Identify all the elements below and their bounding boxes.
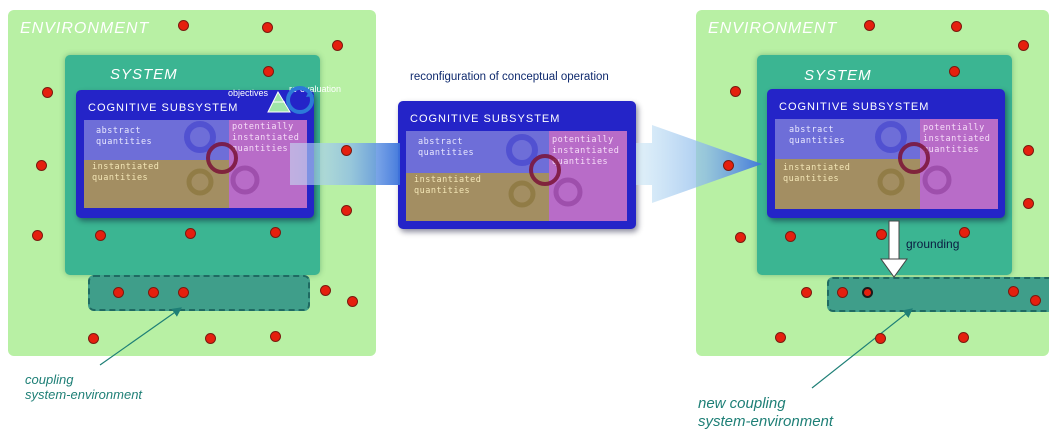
environment-element-dot bbox=[1030, 295, 1041, 306]
environment-element-dot bbox=[959, 227, 970, 238]
environment-element-dot bbox=[262, 22, 273, 33]
left-cognitive-title: COGNITIVE SUBSYSTEM bbox=[88, 102, 239, 114]
right-potential-label: potentially instantiated quantities bbox=[923, 123, 991, 155]
reevaluation-cycle-icon bbox=[286, 86, 314, 114]
environment-element-dot bbox=[270, 227, 281, 238]
right-potential-region bbox=[920, 119, 998, 209]
environment-element-dot bbox=[88, 333, 99, 344]
environment-element-dot bbox=[951, 21, 962, 32]
left-instantiated-region bbox=[84, 160, 229, 208]
grounded-element-dot bbox=[862, 287, 873, 298]
objectives-label: objectives bbox=[228, 88, 269, 98]
environment-element-dot bbox=[347, 296, 358, 307]
right-cycle-icons bbox=[875, 121, 952, 196]
environment-element-dot bbox=[875, 333, 886, 344]
environment-element-dot bbox=[785, 231, 796, 242]
environment-element-dot bbox=[148, 287, 159, 298]
environment-element-dot bbox=[320, 285, 331, 296]
environment-element-dot bbox=[775, 332, 786, 343]
environment-element-dot bbox=[723, 160, 734, 171]
environment-element-dot bbox=[1023, 198, 1034, 209]
left-environment-label: ENVIRONMENT bbox=[20, 20, 150, 37]
reconfiguration-heading: reconfiguration of conceptual operation bbox=[410, 71, 609, 83]
environment-element-dot bbox=[332, 40, 343, 51]
left-coupling-caption: coupling system-environment bbox=[25, 372, 143, 402]
environment-element-dot bbox=[113, 287, 124, 298]
right-coupling-caption: new coupling system-environment bbox=[698, 395, 834, 430]
environment-element-dot bbox=[730, 86, 741, 97]
left-coupling-region bbox=[88, 275, 310, 311]
middle-cognitive-subsystem: COGNITIVE SUBSYSTEM abstract quantities … bbox=[398, 101, 636, 229]
environment-element-dot bbox=[735, 232, 746, 243]
environment-element-dot bbox=[1018, 40, 1029, 51]
right-instantiated-region bbox=[775, 159, 920, 209]
environment-element-dot bbox=[205, 333, 216, 344]
reevaluation-label: re-evaluation bbox=[289, 84, 342, 94]
left-cognitive-subsystem: COGNITIVE SUBSYSTEM abstract quantities … bbox=[76, 90, 314, 218]
right-instantiated-label: instantiated quantities bbox=[783, 163, 851, 184]
middle-cycle-icons bbox=[506, 134, 583, 208]
environment-element-dot bbox=[270, 331, 281, 342]
grounding-arrow bbox=[880, 220, 908, 278]
left-system-label: SYSTEM bbox=[110, 66, 178, 83]
grounding-label: grounding bbox=[906, 237, 960, 251]
left-cycle-icons bbox=[184, 121, 260, 196]
right-coupling-pointer bbox=[811, 308, 913, 389]
environment-element-dot bbox=[958, 332, 969, 343]
right-cognitive-subsystem: COGNITIVE SUBSYSTEM abstract quantities … bbox=[767, 89, 1005, 218]
environment-element-dot bbox=[263, 66, 274, 77]
left-abstract-label: abstract quantities bbox=[96, 126, 153, 147]
left-coupling-pointer bbox=[99, 307, 182, 366]
environment-element-dot bbox=[42, 87, 53, 98]
environment-element-dot bbox=[95, 230, 106, 241]
environment-element-dot bbox=[949, 66, 960, 77]
environment-element-dot bbox=[341, 205, 352, 216]
environment-element-dot bbox=[1008, 286, 1019, 297]
reconfiguration-flow-arrow bbox=[290, 125, 762, 203]
environment-element-dot bbox=[341, 145, 352, 156]
middle-instantiated-label: instantiated quantities bbox=[414, 175, 482, 196]
right-environment-label: ENVIRONMENT bbox=[708, 20, 838, 37]
environment-element-dot bbox=[876, 229, 887, 240]
environment-element-dot bbox=[32, 230, 43, 241]
middle-potential-region bbox=[549, 131, 627, 221]
right-abstract-label: abstract quantities bbox=[789, 125, 846, 146]
environment-element-dot bbox=[178, 20, 189, 31]
environment-element-dot bbox=[185, 228, 196, 239]
environment-element-dot bbox=[864, 20, 875, 31]
environment-element-dot bbox=[837, 287, 848, 298]
environment-element-dot bbox=[178, 287, 189, 298]
middle-potential-label: potentially instantiated quantities bbox=[552, 135, 620, 167]
environment-element-dot bbox=[1023, 145, 1034, 156]
environment-element-dot bbox=[36, 160, 47, 171]
left-instantiated-label: instantiated quantities bbox=[92, 162, 160, 183]
objectives-pyramid-icon bbox=[267, 90, 291, 113]
right-cognitive-title: COGNITIVE SUBSYSTEM bbox=[779, 101, 930, 113]
left-potential-label: potentially instantiated quantities bbox=[232, 122, 300, 154]
right-system-label: SYSTEM bbox=[804, 67, 872, 84]
middle-cognitive-title: COGNITIVE SUBSYSTEM bbox=[410, 113, 561, 125]
middle-abstract-label: abstract quantities bbox=[418, 137, 475, 158]
environment-element-dot bbox=[801, 287, 812, 298]
